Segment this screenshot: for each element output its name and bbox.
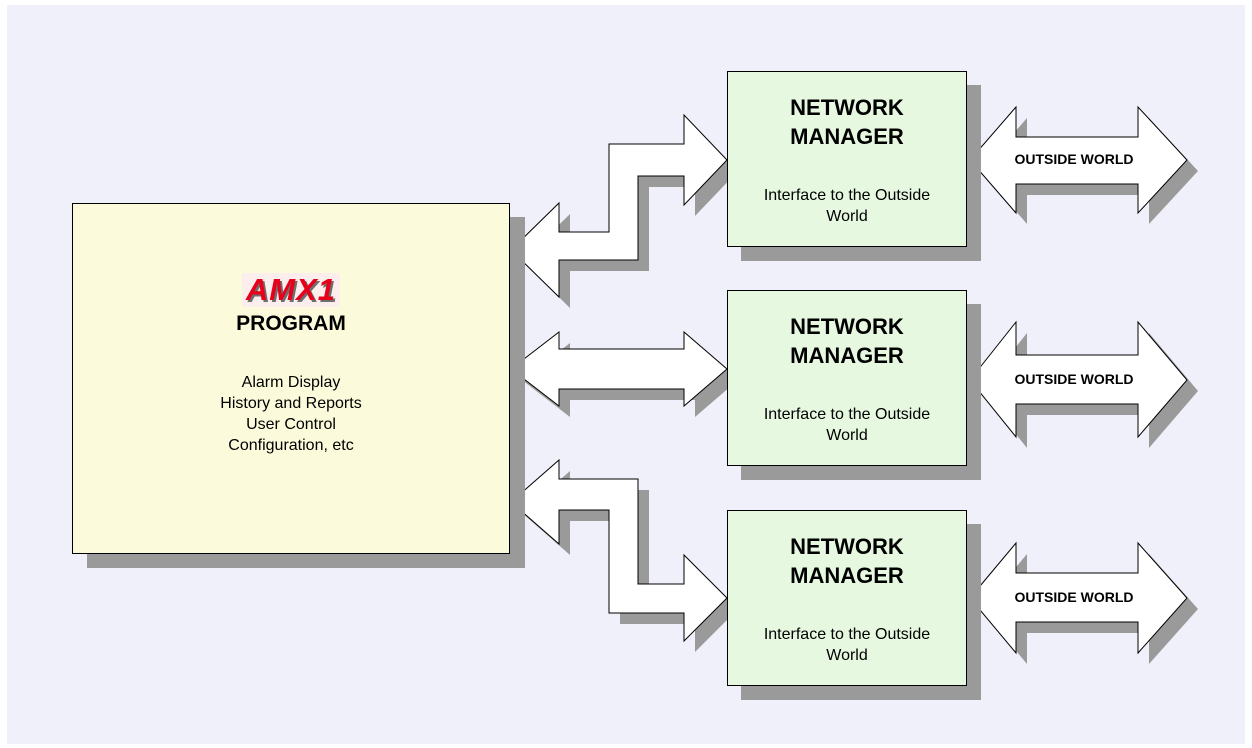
function-item: User Control xyxy=(246,416,336,433)
program-title: PROGRAM xyxy=(236,312,346,335)
network-manager-subtitle: Interface to the Outside World xyxy=(763,406,931,444)
network-manager-title: NETWORK MANAGER xyxy=(790,95,904,149)
network-manager-box-3: NETWORK MANAGER Interface to the Outside… xyxy=(727,510,967,686)
network-manager-subtitle: Interface to the Outside World xyxy=(763,187,931,225)
outside-world-label: OUTSIDE WORLD xyxy=(1014,589,1134,605)
network-manager-subtitle: Interface to the Outside World xyxy=(763,626,931,664)
outside-world-arrow-1 xyxy=(969,105,1188,215)
program-function-list: Alarm Display History and Reports User C… xyxy=(73,372,509,456)
network-manager-title: NETWORK MANAGER xyxy=(790,534,904,588)
connector-arrow-3 xyxy=(510,458,728,643)
outside-world-arrow-3 xyxy=(969,541,1188,655)
outside-world-arrow-2 xyxy=(969,320,1188,439)
program-box: AMX1 PROGRAM Alarm Display History and R… xyxy=(72,203,510,554)
amx1-logo: AMX1 xyxy=(73,273,509,307)
function-item: History and Reports xyxy=(220,395,362,412)
outside-world-label: OUTSIDE WORLD xyxy=(1014,151,1134,167)
network-manager-box-2: NETWORK MANAGER Interface to the Outside… xyxy=(727,290,967,466)
function-item: Configuration, etc xyxy=(228,437,354,454)
outside-world-label: OUTSIDE WORLD xyxy=(1014,371,1134,387)
network-manager-title: NETWORK MANAGER xyxy=(790,314,904,368)
function-item: Alarm Display xyxy=(241,374,341,391)
network-manager-box-1: NETWORK MANAGER Interface to the Outside… xyxy=(727,71,967,247)
